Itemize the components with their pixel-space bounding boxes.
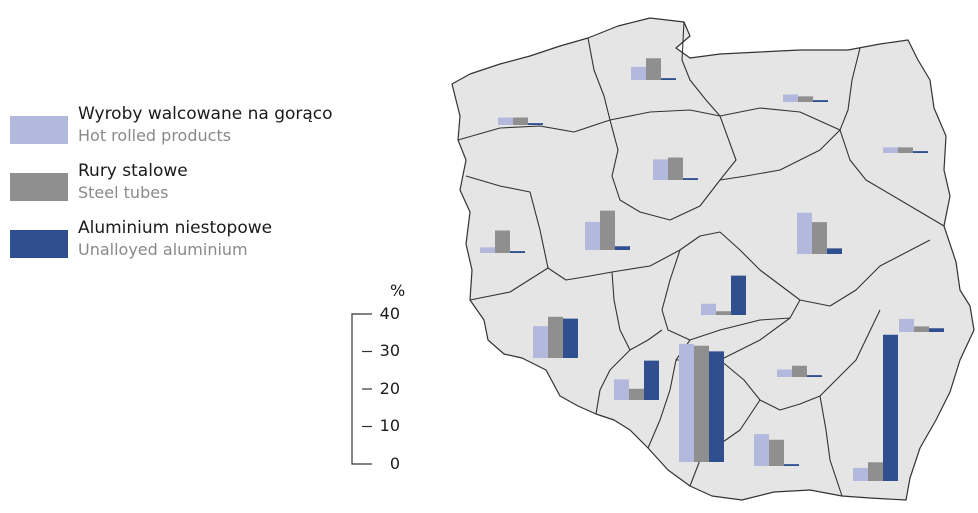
bar-hot-rolled [498,117,513,125]
bar-steel-tubes [646,58,661,80]
bar-aluminium [807,375,822,377]
region-bar-group [883,147,928,153]
scale-unit-label: % [390,281,406,300]
legend-item-hot-rolled: Wyroby walcowane na gorąco Hot rolled pr… [10,104,370,152]
bar-aluminium [883,334,898,481]
bar-aluminium [731,275,746,315]
bar-aluminium [683,178,698,180]
region-bar-group [614,360,659,400]
bar-hot-rolled [754,434,769,466]
bar-aluminium [929,328,944,332]
bar-aluminium [510,251,525,253]
bar-aluminium [827,248,842,254]
bar-hot-rolled [783,94,798,102]
legend-label-pl: Aluminium niestopowe [78,218,273,238]
region-bar-group [653,157,698,180]
bar-hot-rolled [533,326,548,358]
scale-label-40: 40 [379,304,400,323]
legend-item-steel-tubes: Rury stalowe Steel tubes [10,161,370,209]
region-bar-group [631,58,676,80]
bar-hot-rolled [853,467,868,481]
region-bar-group [899,318,944,332]
region-bar-group [754,434,799,466]
bar-steel-tubes [629,388,644,400]
region-bar-group [853,334,898,481]
bar-hot-rolled [653,159,668,180]
bar-steel-tubes [495,230,510,253]
bar-hot-rolled [614,379,629,400]
bar-hot-rolled [679,343,694,462]
region-bar-group [797,212,842,254]
bar-aluminium [813,100,828,102]
legend-label-en: Unalloyed aluminium [78,240,248,259]
legend-label-en: Hot rolled products [78,126,232,145]
region-bar-group [701,275,746,315]
bar-steel-tubes [694,345,709,462]
bar-steel-tubes [792,365,807,377]
bar-hot-rolled [701,303,716,315]
bar-steel-tubes [668,157,683,180]
bar-aluminium [615,246,630,250]
bar-hot-rolled [777,369,792,377]
scale-label-30: 30 [379,341,400,360]
bar-steel-tubes [716,311,731,315]
bar-steel-tubes [798,96,813,102]
bar-hot-rolled [631,66,646,80]
bar-steel-tubes [868,462,883,481]
bar-aluminium [661,78,676,80]
region-bar-group [533,316,578,358]
bar-steel-tubes [513,117,528,125]
bar-aluminium [644,360,659,400]
region-bar-group [777,365,822,377]
bar-aluminium [528,123,543,125]
scale-label-20: 20 [379,379,400,398]
bar-steel-tubes [914,326,929,332]
bar-layer [480,58,944,481]
bar-hot-rolled [797,212,812,254]
bar-aluminium [913,151,928,153]
bar-hot-rolled [585,221,600,250]
bar-aluminium [563,318,578,358]
bar-steel-tubes [812,222,827,254]
legend-swatch-aluminium [10,230,68,258]
poland-map [451,17,975,501]
bar-steel-tubes [898,147,913,153]
scale-label-0: 0 [389,454,400,473]
bar-hot-rolled [899,318,914,332]
legend-item-aluminium: Aluminium niestopowe Unalloyed aluminium [10,218,370,266]
region-bar-group [480,230,525,253]
scale-label-10: 10 [379,416,400,435]
region-bar-group [783,94,828,102]
region-bar-group [679,343,724,462]
bar-aluminium [709,351,724,462]
bar-steel-tubes [769,439,784,466]
bar-aluminium [784,464,799,466]
scale-bracket [351,313,362,465]
bar-hot-rolled [883,147,898,153]
bar-steel-tubes [548,316,563,358]
scale-axis [351,313,372,465]
bar-hot-rolled [480,247,495,253]
legend-swatch-steel-tubes [10,173,68,201]
legend-label-pl: Wyroby walcowane na gorąco [78,104,333,124]
legend-label-pl: Rury stalowe [78,161,188,181]
region-bar-group [585,210,630,250]
legend-swatch-hot-rolled [10,116,68,144]
bar-steel-tubes [600,210,615,250]
region-bar-group [498,117,543,125]
legend-label-en: Steel tubes [78,183,169,202]
